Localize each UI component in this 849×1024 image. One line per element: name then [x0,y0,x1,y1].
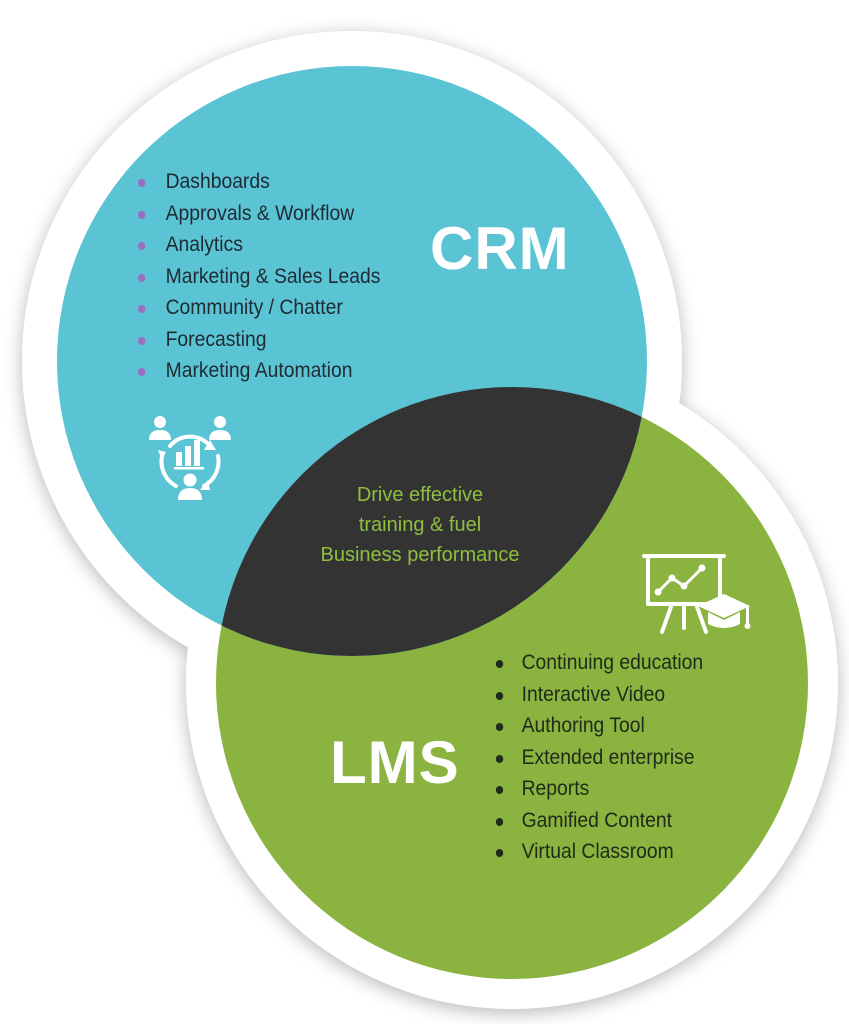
presentation-graduation-icon [642,554,751,634]
list-item: Gamified Content [494,805,703,837]
bullet-icon [495,849,504,857]
lms-item-label: Interactive Video [521,682,666,706]
overlap-region [216,387,647,656]
bullet-icon [138,305,146,313]
lms-item-label: Extended enterprise [521,745,695,769]
list-item: Approvals & Workflow [138,198,380,230]
lms-item-label: Virtual Classroom [521,840,674,863]
lms-item-label: Reports [521,777,590,800]
list-item: Virtual Classroom [494,836,703,868]
list-item: Continuing education [494,647,703,679]
lms-item-label: Continuing education [521,651,704,674]
overlap-line: Drive effective [356,484,484,506]
bullet-icon [138,242,146,250]
crm-item-label: Analytics [165,233,243,256]
crm-item-label: Marketing & Sales Leads [165,264,381,288]
lms-item-label: Authoring Tool [521,714,645,737]
bullet-icon [138,368,146,376]
lms-title: LMS [330,729,460,796]
lms-feature-list: Continuing education Interactive Video A… [494,647,703,868]
crm-title: CRM [430,215,570,282]
list-item: Forecasting [138,324,380,356]
list-item: Interactive Video [494,679,703,711]
bullet-icon [138,210,146,219]
bullet-icon [138,179,146,187]
bullet-icon [138,273,146,282]
list-item: Extended enterprise [494,742,703,774]
list-item: Marketing Automation [138,355,380,387]
bullet-icon [495,660,504,668]
list-item: Community / Chatter [138,292,380,324]
bullet-icon [495,754,504,763]
overlap-line: training & fuel [358,514,482,536]
bullet-icon [495,723,504,731]
crm-item-label: Marketing Automation [165,359,353,382]
list-item: Analytics [138,229,380,261]
list-item: Authoring Tool [494,710,703,742]
bullet-icon [495,691,504,700]
bullet-icon [495,817,504,826]
crm-item-label: Community / Chatter [165,296,343,319]
team-analytics-icon [149,416,231,500]
crm-item-label: Approvals & Workflow [165,201,355,225]
crm-item-label: Forecasting [165,327,267,351]
lms-item-label: Gamified Content [521,808,672,832]
bullet-icon [138,336,146,345]
bullet-icon [495,786,504,794]
overlap-line: Business performance [320,544,520,566]
list-item: Dashboards [138,166,380,198]
list-item: Marketing & Sales Leads [138,261,380,293]
overlap-message: Drive effective training & fuel Business… [280,480,560,570]
crm-item-label: Dashboards [165,170,270,193]
crm-feature-list: Dashboards Approvals & Workflow Analytic… [138,166,380,387]
list-item: Reports [494,773,703,805]
